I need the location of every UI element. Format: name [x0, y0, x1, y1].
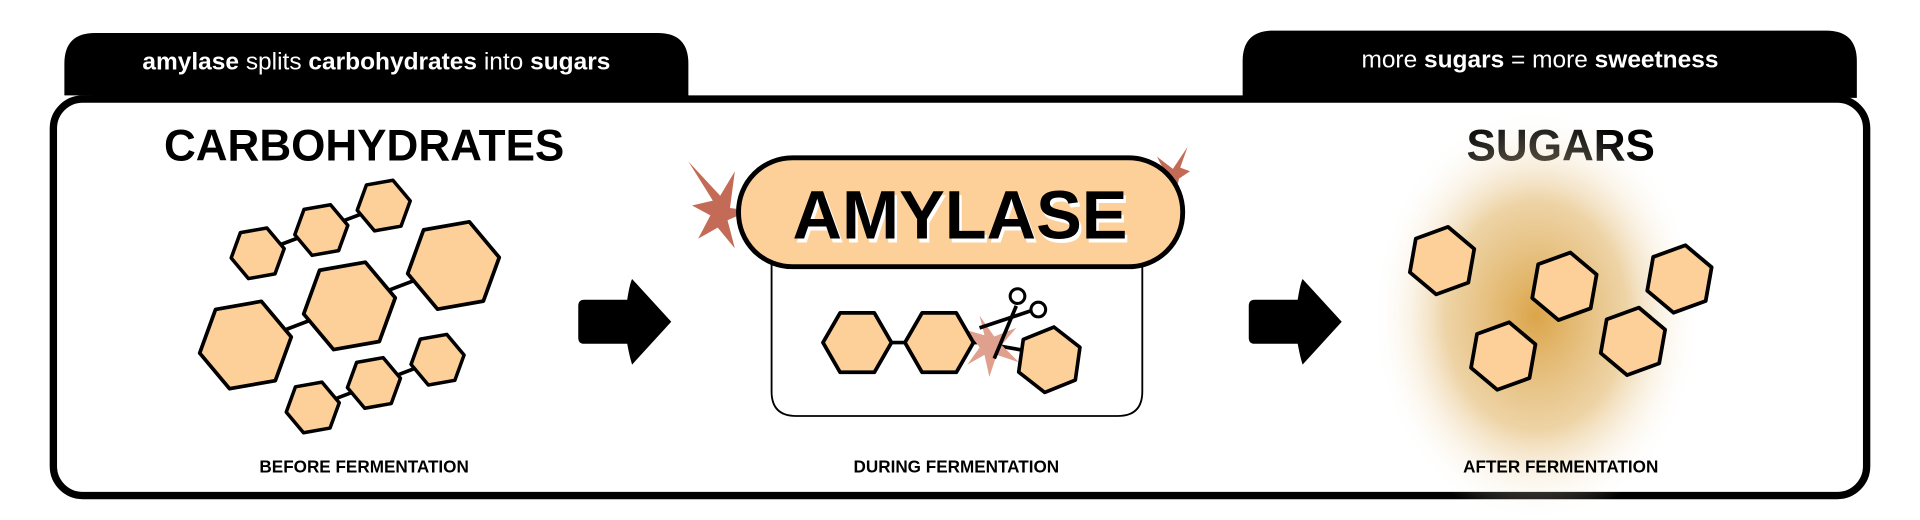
- header-tab-left: [64, 33, 689, 98]
- starburst-icon: [688, 161, 750, 249]
- header-right-text: more sugars = more sweetness: [1361, 46, 1718, 73]
- arrow-right-icon: [1248, 278, 1342, 365]
- carbohydrate-molecules: [192, 172, 507, 440]
- after-caption: AFTER FERMENTATION: [1463, 457, 1658, 476]
- header-tab-right: [1242, 30, 1857, 98]
- amylase-title: AMYLASE: [793, 177, 1128, 254]
- enzyme-cutting-molecules: [823, 287, 1082, 397]
- hexagon-molecule-icon: [823, 313, 892, 372]
- arrow-right-icon: [578, 278, 672, 365]
- during-caption: DURING FERMENTATION: [854, 457, 1060, 476]
- amylase-pill: [736, 155, 1186, 270]
- header-left-text: amylase splits carbohydrates into sugars: [142, 49, 610, 76]
- starburst-icon: [967, 315, 1019, 377]
- before-caption: BEFORE FERMENTATION: [259, 457, 468, 476]
- carbohydrates-title: CARBOHYDRATES: [164, 121, 564, 170]
- scissors-icon: [978, 287, 1048, 360]
- amylase-title-shadow: AMYLASE: [795, 180, 1130, 257]
- sweetness-glow: [1371, 107, 1702, 520]
- hexagon-molecule-icon: [905, 313, 974, 372]
